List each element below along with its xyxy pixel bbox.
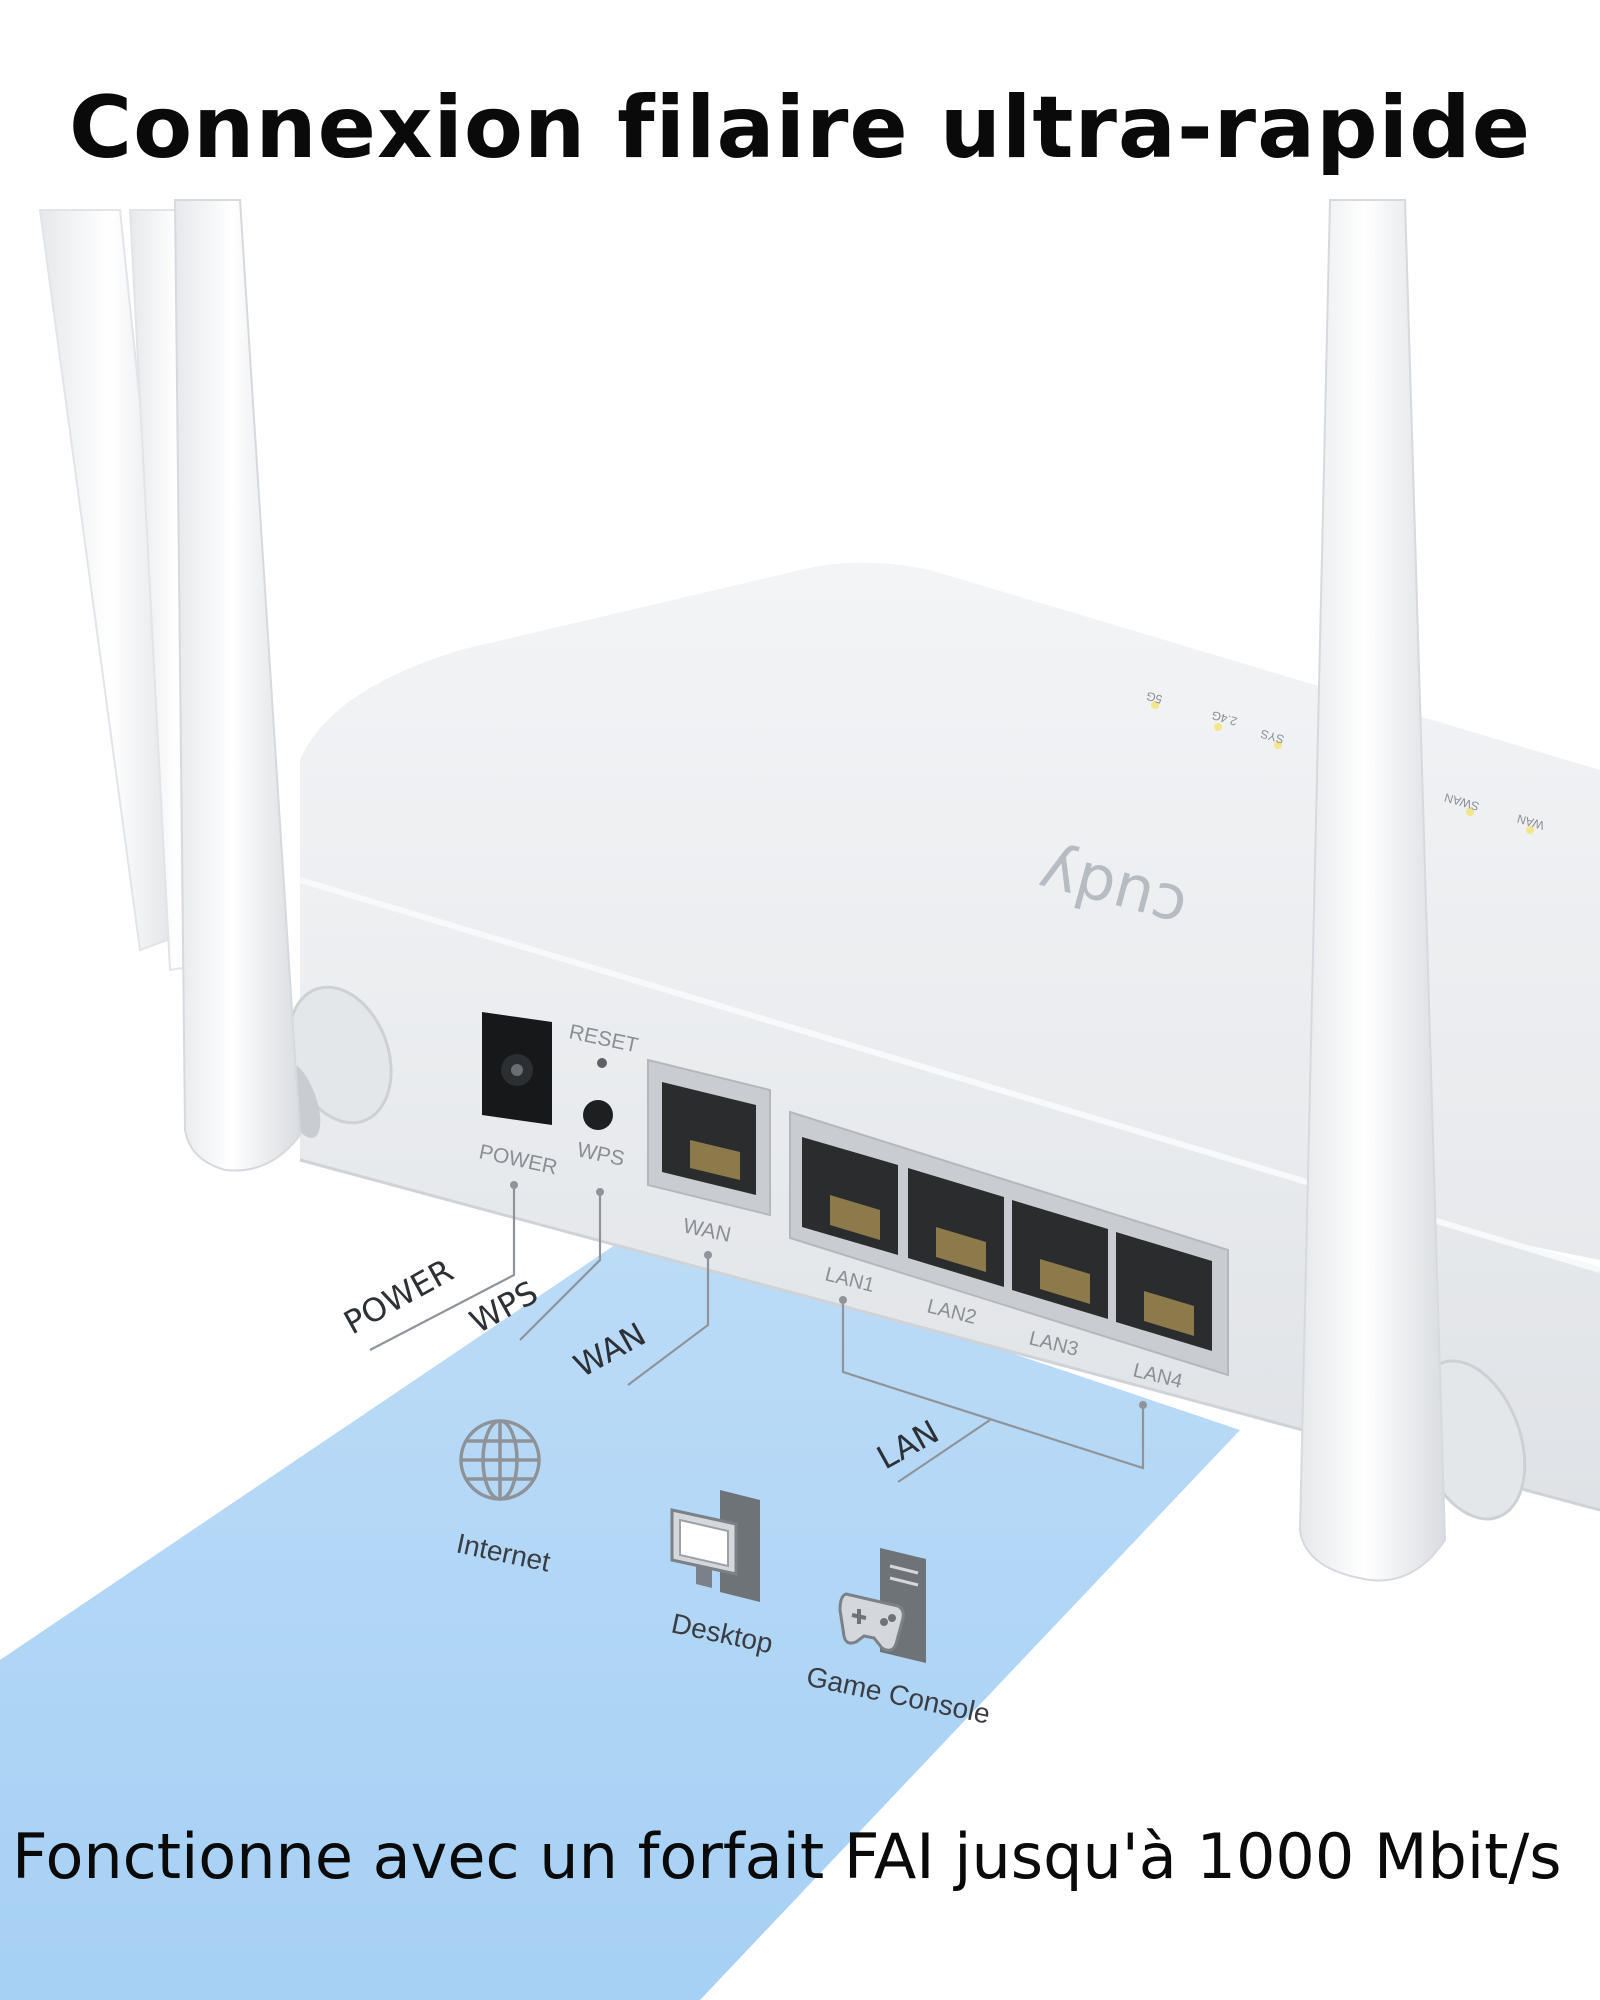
led-label-24g: 2.4G — [1210, 708, 1239, 729]
footer-caption: Fonctionne avec un forfait FAI jusqu'à 1… — [12, 1820, 1562, 1893]
power-jack — [482, 1012, 552, 1125]
router-top — [300, 562, 1600, 1260]
light-beam — [0, 1228, 1240, 2000]
left-front-antenna — [173, 199, 302, 1172]
lan-ports — [789, 1110, 1229, 1377]
callout-power: POWER — [337, 1251, 459, 1342]
reset-pinhole — [597, 1058, 607, 1068]
page-title: Connexion filaire ultra-rapide — [68, 78, 1532, 178]
led-label-5g: 5G — [1145, 689, 1164, 707]
wan-port — [647, 1058, 771, 1217]
right-front-antenna — [1298, 199, 1447, 1582]
callout-lines — [369, 1181, 1147, 1483]
led-label-sys: SYS — [1259, 726, 1286, 746]
desktop-icon — [670, 1490, 760, 1602]
game-console-icon — [838, 1548, 926, 1663]
globe-icon — [459, 1419, 541, 1501]
wps-button — [583, 1100, 613, 1130]
